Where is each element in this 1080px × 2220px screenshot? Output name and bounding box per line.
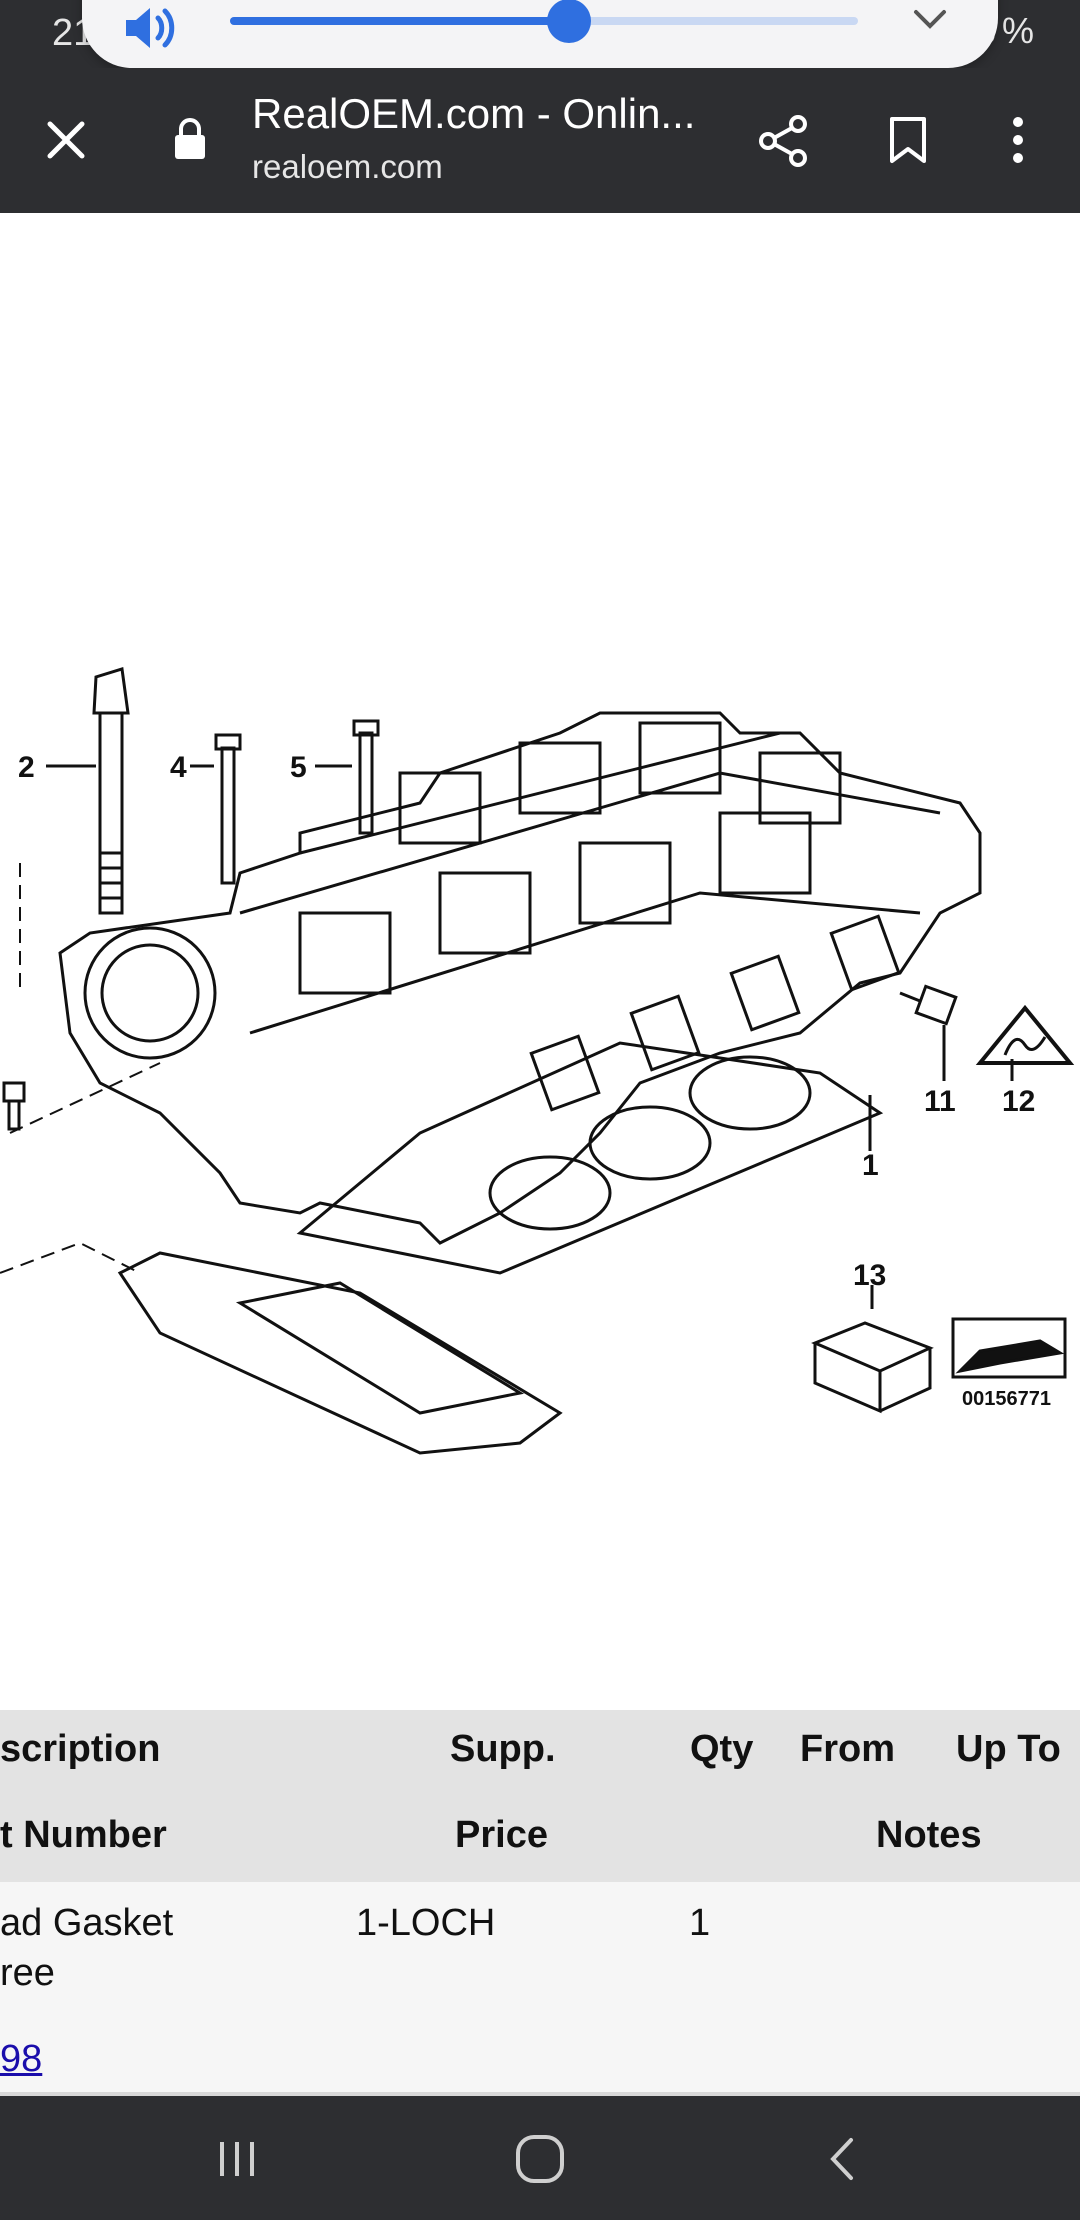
parts-box-drawing <box>811 1321 934 1414</box>
navigation-bar <box>0 2096 1080 2220</box>
col-header-supplier: Supp. <box>450 1728 556 1770</box>
parts-diagram: 2 4 5 11 12 1 13 00156771 <box>0 213 1080 1710</box>
diagram-ref-number: 00156771 <box>962 1388 1051 1410</box>
lock-icon <box>175 118 205 159</box>
col-header-part-number: t Number <box>0 1814 167 1856</box>
temperature-sensor-drawing <box>899 984 958 1026</box>
col-header-price: Price <box>455 1814 548 1856</box>
site-security-button[interactable] <box>170 114 210 164</box>
chevron-down-icon[interactable] <box>910 0 950 40</box>
callout-13: 13 <box>853 1259 886 1292</box>
home-button[interactable] <box>505 2124 575 2194</box>
browser-toolbar: RealOEM.com - Onlin... realoem.com <box>0 68 1080 213</box>
callout-12: 12 <box>1002 1085 1035 1118</box>
warning-triangle-drawing <box>975 1004 1075 1065</box>
back-icon <box>830 2138 853 2180</box>
col-header-description: scription <box>0 1728 161 1770</box>
bookmark-icon <box>890 117 926 163</box>
back-button[interactable] <box>808 2124 878 2194</box>
col-header-notes: Notes <box>876 1814 982 1856</box>
row-description-line1: ad Gasket <box>0 1902 174 1944</box>
col-header-up-to: Up To <box>956 1728 1061 1770</box>
page-url[interactable]: realoem.com <box>252 148 443 185</box>
callout-2: 2 <box>18 751 35 784</box>
callout-5: 5 <box>290 751 307 784</box>
callout-11: 11 <box>924 1085 956 1118</box>
row-qty: 1 <box>689 1902 711 1944</box>
callout-1: 1 <box>862 1149 879 1182</box>
volume-slider[interactable] <box>230 0 858 43</box>
bolt-4-drawing <box>214 733 242 885</box>
share-button[interactable] <box>752 110 814 172</box>
row-description-line2: ree <box>0 1952 55 1994</box>
volume-slider-fill <box>230 17 570 25</box>
bolt-5-drawing <box>352 719 380 835</box>
row-supplier: 1-LOCH <box>356 1902 496 1944</box>
head-gasket-drawing <box>296 1041 884 1275</box>
bookmark-button[interactable] <box>880 110 936 170</box>
close-tab-button[interactable] <box>38 112 94 168</box>
bolt-2-drawing <box>92 667 130 915</box>
callout-4: 4 <box>170 751 187 784</box>
recent-apps-icon <box>220 2142 254 2176</box>
parts-table-header: scription Supp. Qty From Up To t Number … <box>0 1710 1080 1882</box>
col-header-qty: Qty <box>690 1728 754 1770</box>
reference-arrow-box <box>951 1317 1067 1379</box>
cylinder-head-diagram: 2 4 5 11 12 1 13 00156771 <box>0 667 1075 1455</box>
recent-apps-button[interactable] <box>202 2124 272 2194</box>
share-icon <box>759 115 807 167</box>
col-header-from: From <box>800 1728 895 1770</box>
more-options-button[interactable] <box>998 110 1038 170</box>
more-vert-icon <box>1013 117 1023 163</box>
volume-slider-thumb[interactable] <box>547 0 592 43</box>
speaker-icon[interactable] <box>120 0 176 56</box>
cover-gasket-drawing <box>117 1251 563 1455</box>
row-part-number-link[interactable]: 98 <box>0 2038 43 2080</box>
divider <box>0 2092 1080 2096</box>
volume-panel <box>82 0 998 68</box>
table-row: ad Gasket ree 1-LOCH 1 98 <box>0 1882 1080 2092</box>
close-icon <box>47 121 85 159</box>
home-icon <box>516 2135 564 2183</box>
page-title[interactable]: RealOEM.com - Onlin... <box>252 90 696 137</box>
